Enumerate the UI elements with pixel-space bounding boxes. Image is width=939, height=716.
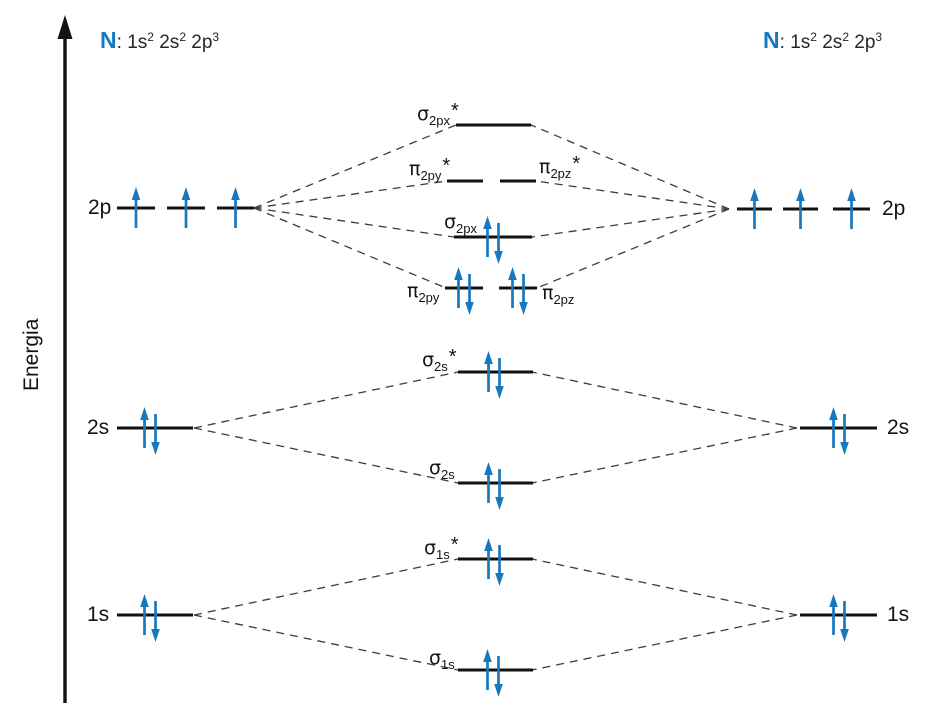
label-sigma-2px-bonding: σ2px (444, 211, 478, 236)
label-sigma-1s-antibonding: σ1s* (424, 534, 459, 562)
energy-axis-label: Energia (20, 318, 43, 391)
electron-up-arrowhead-right-1s (829, 594, 838, 607)
label-right-2p: 2p (882, 197, 906, 220)
connector-l1s-sigma1s-star (193, 558, 459, 616)
electron-up-arrowhead-mo-sigma2s (484, 462, 493, 475)
electron-down-arrowhead-left-2s (151, 442, 160, 455)
connector-r1s-sigma1s-star (531, 558, 798, 616)
connector-l2p-sigma2px (253, 207, 455, 238)
electron-configuration-right: N: 1s2 2s2 2p3 (763, 27, 883, 53)
label-left-1s: 1s (87, 603, 110, 626)
electron-down-arrowhead-mo-sigma2s (495, 497, 504, 510)
electron-down-arrowhead-mo-sigma1s (494, 684, 503, 697)
connector-r2p-pi2pz-star (535, 180, 730, 210)
electron-up-arrowhead-mo-sigma1s-star (484, 538, 493, 551)
label-right-2s: 2s (887, 416, 910, 439)
label-pi-2pz-antibonding: π2pz* (539, 153, 581, 181)
electron-down-arrowhead-right-2s (840, 442, 849, 455)
connector-l2p-pi2py-star (253, 180, 448, 209)
connector-l2s-sigma2s (193, 427, 459, 484)
electron-down-arrowhead-mo-pi2py (465, 302, 474, 315)
electron-up-arrowhead-right-2s (829, 407, 838, 420)
electron-down-arrowhead-left-1s (151, 629, 160, 642)
electron-up-arrowhead-right-2p-2 (796, 188, 805, 201)
electron-up-arrowhead-mo-pi2py (454, 267, 463, 280)
label-pi-2py-antibonding: π2py* (409, 155, 451, 183)
electron-up-arrowhead-left-2p-2 (181, 187, 191, 200)
electron-up-arrowhead-left-1s (140, 594, 149, 607)
energy-axis-arrowhead (57, 15, 73, 39)
connector-r2p-sigma2px-star (530, 124, 730, 210)
connector-r2s-sigma2s-star (531, 371, 798, 429)
label-sigma-2s-antibonding: σ2s* (422, 346, 457, 374)
connector-l1s-sigma1s (193, 614, 459, 671)
electron-up-arrowhead-left-2p-1 (131, 187, 141, 200)
electron-down-arrowhead-mo-sigma1s-star (495, 573, 504, 586)
connector-l2s-sigma2s-star (193, 371, 459, 429)
connector-l2p-pi2py (253, 207, 447, 289)
electron-up-arrowhead-left-2s (140, 407, 149, 420)
connector-r2s-sigma2s (531, 427, 798, 484)
electron-down-arrowhead-mo-sigma2px (494, 251, 503, 264)
element-symbol: N (100, 27, 117, 53)
label-pi-2pz-bonding: π2pz (542, 282, 575, 307)
electron-configuration-left: N: 1s2 2s2 2p3 (100, 27, 220, 53)
electron-up-arrowhead-mo-sigma2s-star (484, 351, 493, 364)
electron-up-arrowhead-right-2p-1 (750, 188, 759, 201)
label-right-1s: 1s (887, 603, 910, 626)
label-left-2p: 2p (88, 196, 112, 219)
label-sigma-2px-antibonding: σ2px* (417, 100, 459, 128)
connector-r2p-pi2pz (536, 208, 730, 289)
electron-down-arrowhead-mo-sigma2s-star (495, 386, 504, 399)
electron-up-arrowhead-mo-pi2pz (508, 267, 517, 280)
label-sigma-1s-bonding: σ1s (429, 647, 455, 672)
label-pi-2py-bonding: π2py (407, 280, 440, 305)
electron-up-arrowhead-mo-sigma2px (483, 216, 492, 229)
electron-up-arrowhead-right-2p-3 (847, 188, 856, 201)
electron-down-arrowhead-right-1s (840, 629, 849, 642)
label-sigma-2s-bonding: σ2s (429, 457, 455, 482)
electron-up-arrowhead-left-2p-3 (231, 187, 240, 200)
element-symbol: N (763, 27, 780, 53)
electron-up-arrowhead-mo-sigma1s (483, 649, 492, 662)
connector-r1s-sigma1s (531, 614, 798, 671)
label-left-2s: 2s (87, 416, 110, 439)
connector-r2p-sigma2px (531, 208, 730, 238)
electron-down-arrowhead-mo-pi2pz (519, 302, 528, 315)
